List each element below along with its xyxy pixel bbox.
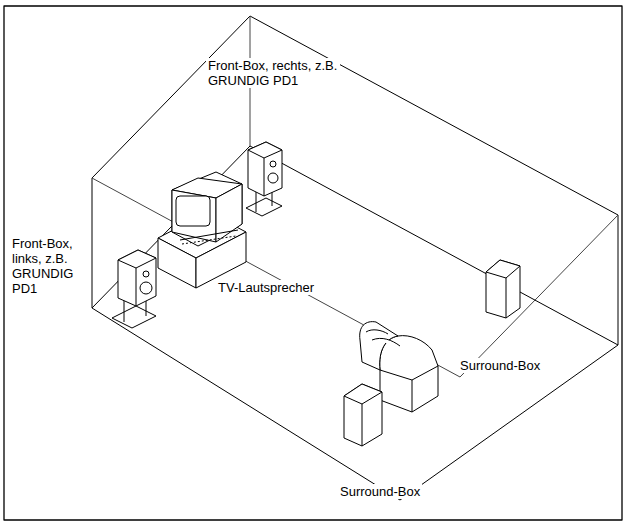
tv-set xyxy=(158,172,246,288)
front-box-right xyxy=(246,142,282,216)
surround-label: Surround-Box xyxy=(458,358,542,373)
surround-label: Surround-Box xyxy=(338,484,422,499)
front-box-left xyxy=(112,250,156,328)
frame xyxy=(4,6,622,520)
surround-box-wall xyxy=(486,260,520,318)
room-outline xyxy=(92,16,618,500)
front-box-label: Front-Box, links, z.B. GRUNDIG PD1 xyxy=(10,236,80,296)
surround-box-floor xyxy=(344,384,382,446)
speaker-label: TV-Lautsprecher xyxy=(216,280,316,295)
front-box-label: Front-Box, rechts, z.B. GRUNDIG PD1 xyxy=(206,58,340,88)
